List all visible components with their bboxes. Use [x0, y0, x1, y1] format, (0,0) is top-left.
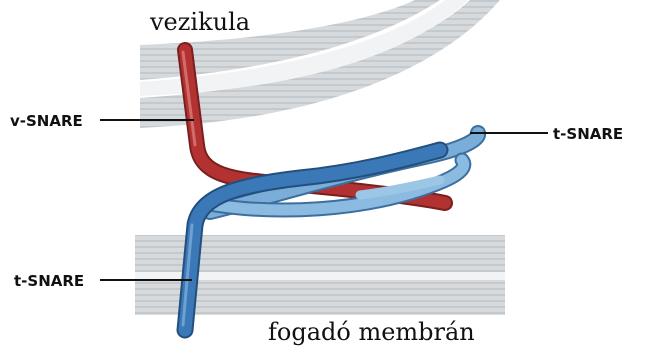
- vesicle-label: vezikula: [149, 8, 250, 36]
- t-snare-right-label: t-SNARE: [553, 125, 623, 143]
- target-membrane-label: fogadó membrán: [268, 318, 475, 346]
- v-snare-label: v-SNARE: [10, 112, 83, 130]
- t-snare-left-label: t-SNARE: [14, 272, 84, 290]
